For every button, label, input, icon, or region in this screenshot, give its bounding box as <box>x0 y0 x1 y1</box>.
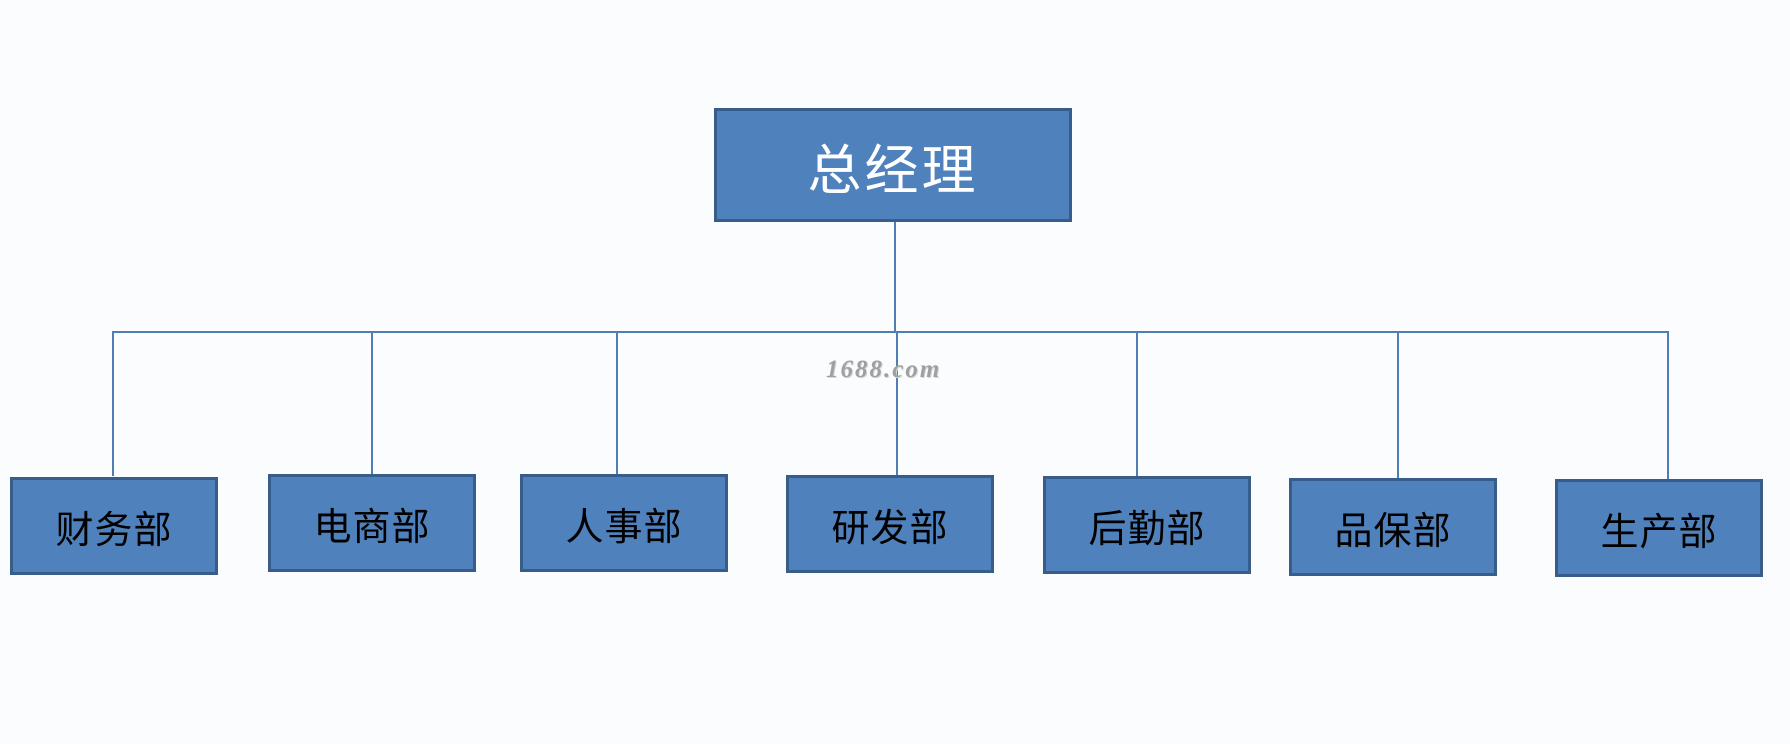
department-node-logistics: 后勤部 <box>1043 476 1251 574</box>
department-node-production: 生产部 <box>1555 479 1763 577</box>
department-node-hr: 人事部 <box>520 474 728 572</box>
department-label-quality: 品保部 <box>1334 508 1452 553</box>
general-manager-label: 总经理 <box>807 138 979 202</box>
department-label-ecommerce: 电商部 <box>313 504 431 549</box>
department-label-finance: 财务部 <box>55 507 173 552</box>
department-label-hr: 人事部 <box>565 504 683 549</box>
root-connector-line <box>894 222 896 332</box>
connector-production <box>1667 331 1669 480</box>
department-node-ecommerce: 电商部 <box>268 474 476 572</box>
connector-rd <box>896 331 898 476</box>
connector-finance <box>112 331 114 476</box>
connector-hr <box>616 331 618 474</box>
department-node-quality: 品保部 <box>1289 478 1497 576</box>
department-node-finance: 财务部 <box>10 477 218 575</box>
watermark-text: 1688.com <box>826 356 942 383</box>
connector-logistics <box>1136 331 1138 476</box>
connector-ecommerce <box>371 331 373 474</box>
general-manager-node: 总经理 <box>714 108 1072 222</box>
department-label-production: 生产部 <box>1600 509 1718 554</box>
department-label-logistics: 后勤部 <box>1088 506 1206 551</box>
department-label-rd: 研发部 <box>831 505 949 550</box>
department-node-rd: 研发部 <box>786 475 994 573</box>
connector-quality <box>1397 331 1399 478</box>
department-bus-line <box>112 331 1669 333</box>
